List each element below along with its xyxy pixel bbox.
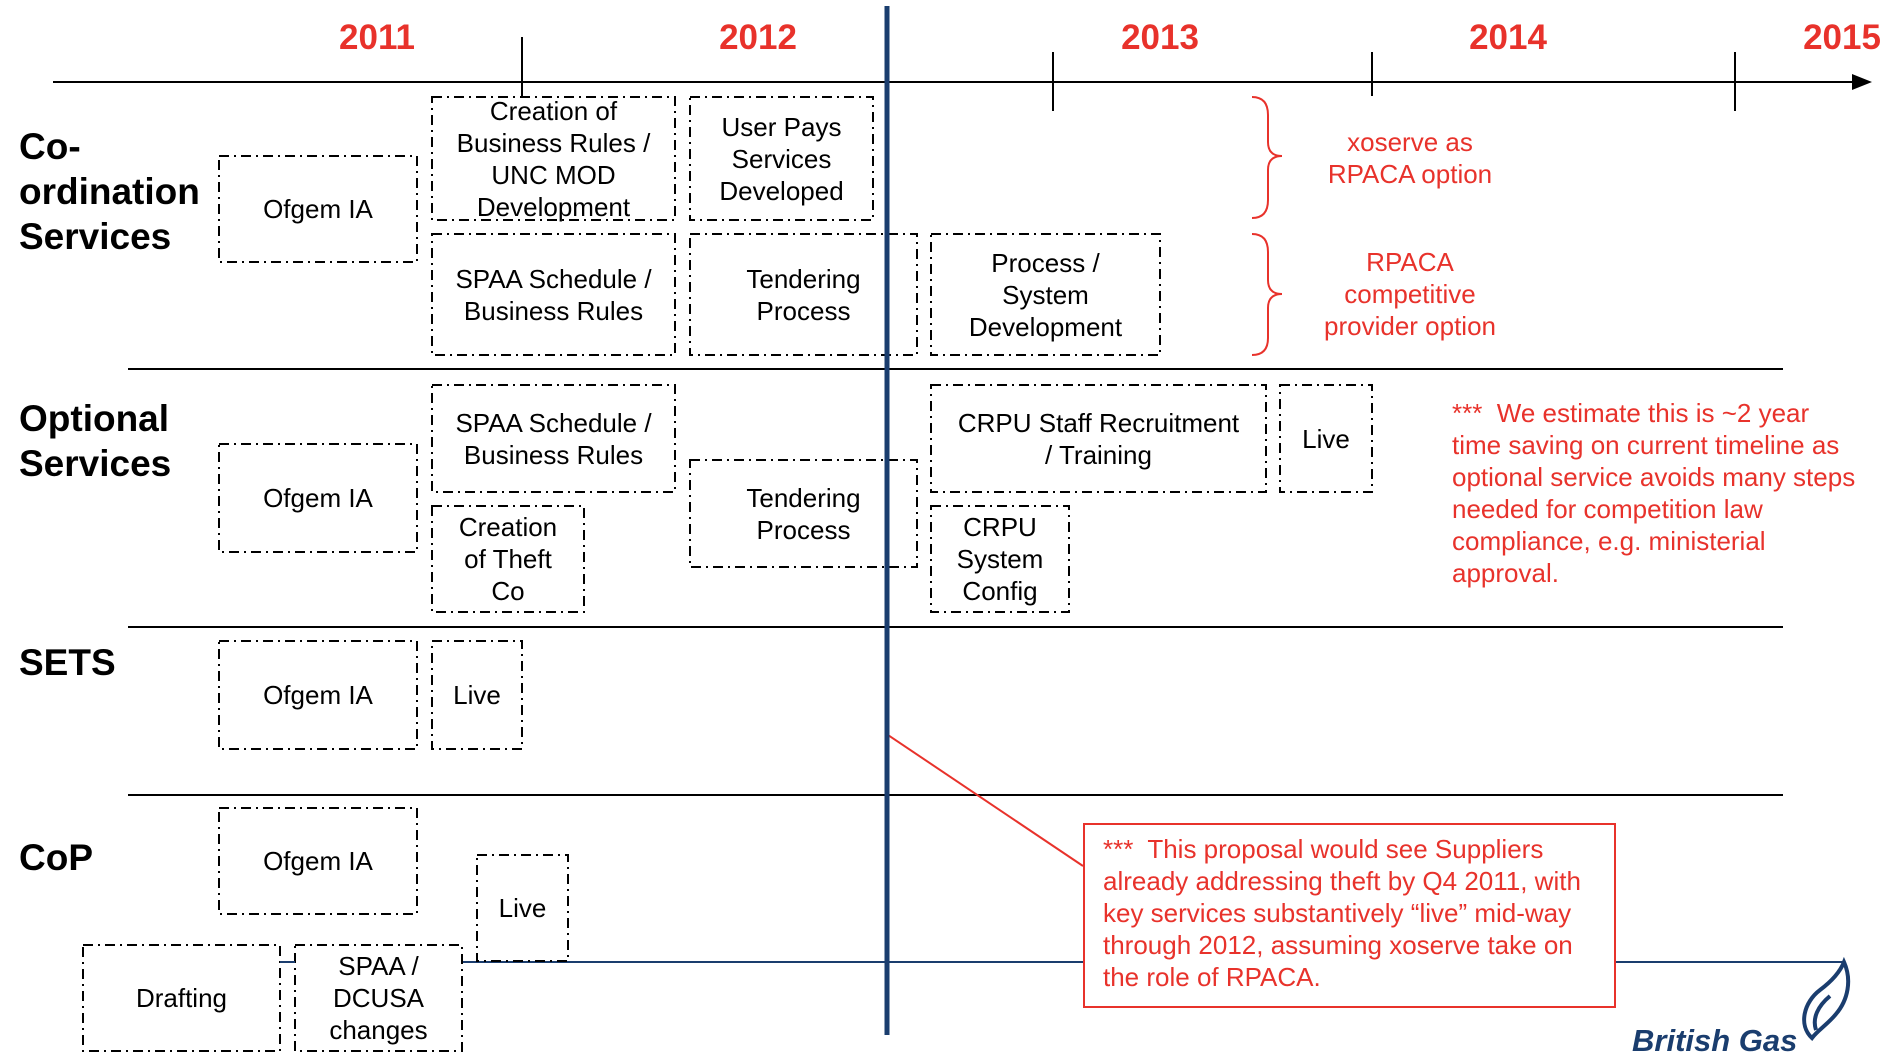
box-border [930, 233, 1161, 356]
row-label-coordination: Co- ordination Services [19, 126, 200, 257]
box-coord-user-pays: User Pays Services Developed [719, 111, 844, 206]
callout-proposal: *** This proposal would see Suppliers al… [1083, 823, 1616, 1008]
label-rpaca-competitive: RPACA competitive provider option [1324, 247, 1496, 341]
box-border [218, 640, 418, 750]
box-border [1279, 384, 1373, 493]
box-border [431, 233, 676, 356]
year-2015: 2015 [1803, 18, 1881, 57]
box-cop-ofgem-ia: Ofgem IA [263, 846, 373, 876]
box-border [689, 233, 918, 356]
box-opt-tendering: Tendering Process [746, 482, 861, 545]
box-opt-crpu-staff: CRPU Staff Recruitment / Training [957, 407, 1240, 470]
year-2014: 2014 [1469, 18, 1547, 57]
box-border [82, 944, 281, 1052]
box-cop-drafting: Drafting [135, 983, 228, 1013]
row-label-sets: SETS [19, 642, 116, 683]
box-border [431, 505, 585, 613]
year-2012: 2012 [719, 18, 797, 57]
box-opt-live: Live [1302, 423, 1350, 454]
box-border [218, 807, 418, 915]
box-opt-crpu-system: CRPU System Config [956, 512, 1044, 606]
box-coord-spaa-schedule: SPAA Schedule / Business Rules [455, 263, 652, 326]
label-xoserve-option: xoserve as RPACA option [1327, 127, 1493, 189]
row-label-optional: Optional Services [19, 398, 172, 484]
box-border [218, 443, 418, 553]
box-border [294, 944, 463, 1052]
box-sets-live: Live [453, 680, 501, 710]
box-border [218, 155, 418, 263]
box-opt-spaa-schedule: SPAA Schedule / Business Rules [455, 407, 652, 470]
british-gas-logo: British Gas [1632, 1023, 1798, 1058]
year-2013: 2013 [1121, 18, 1199, 57]
box-coord-creation-business-rules: Creation of Business Rules / UNC MOD Dev… [456, 95, 651, 222]
box-border [431, 640, 523, 750]
box-cop-spaa-dcusa: SPAA / DCUSA changes [329, 951, 428, 1045]
box-border [689, 459, 918, 568]
box-border [476, 854, 569, 962]
box-sets-ofgem-ia: Ofgem IA [263, 680, 373, 710]
box-coord-ofgem-ia: Ofgem IA [263, 194, 373, 224]
flame-icon-inner [1812, 994, 1832, 1031]
box-border [431, 96, 676, 221]
box-opt-ofgem-ia: Ofgem IA [263, 483, 373, 513]
box-border [930, 505, 1070, 613]
box-border [431, 384, 676, 493]
callout-connector [887, 734, 1084, 867]
year-2011: 2011 [339, 18, 415, 57]
note-time-saving: *** We estimate this is ~2 year time sav… [1452, 398, 1856, 588]
box-opt-creation-theft-co: Creation of Theft Co [458, 512, 558, 606]
box-border [930, 384, 1267, 493]
bracket-rpaca [1251, 233, 1283, 356]
box-coord-tendering: Tendering Process [746, 263, 861, 326]
row-label-cop: CoP [19, 837, 93, 878]
box-cop-live: Live [498, 893, 547, 923]
box-coord-process-system: Process / System Development [968, 247, 1123, 342]
flame-icon [1802, 956, 1851, 1041]
box-border [689, 96, 874, 221]
bracket-xoserve [1251, 96, 1283, 219]
timeline-arrowhead [1852, 74, 1872, 90]
